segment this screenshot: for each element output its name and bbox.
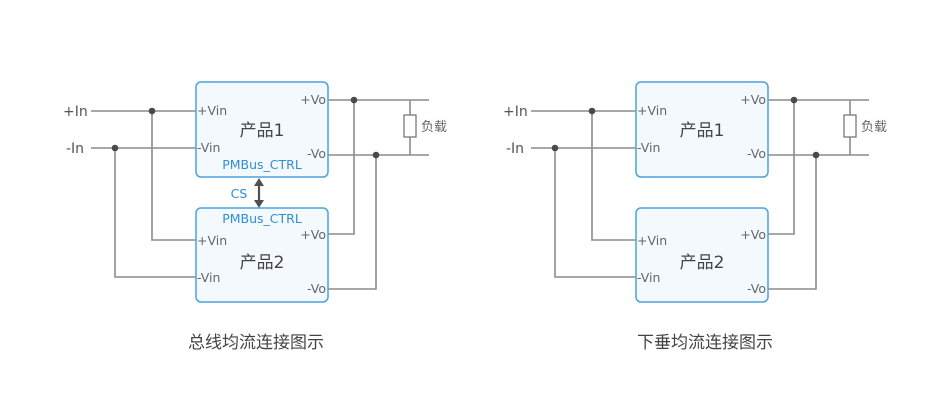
load-resistor-icon <box>403 114 417 138</box>
wire-neg-out-module2 <box>328 155 377 290</box>
junction-dot <box>551 144 559 152</box>
module-title: 产品2 <box>680 253 725 273</box>
pin-vin-pos: +Vin <box>197 233 227 248</box>
caption-droop-sharing: 下垂均流连接图示 <box>637 333 773 353</box>
input-neg-label: -In <box>506 141 524 157</box>
module-1: +Vin -Vin +Vo -Vo 产品1 PMBus_CTRL <box>195 81 329 178</box>
cs-link: CS <box>231 178 264 208</box>
diagram-bus-sharing: 负载 +In -In +Vin -Vin +Vo -Vo 产品1 PMBus_C… <box>63 81 447 303</box>
module-title: 产品2 <box>240 253 285 273</box>
load-label: 负载 <box>861 120 887 135</box>
pin-vo-neg: -Vo <box>307 146 326 161</box>
pin-vin-pos: +Vin <box>637 233 667 248</box>
wire-pos-out-module2 <box>768 100 795 235</box>
wire-neg-in-to-module2 <box>114 148 196 278</box>
wire-neg-out-module2 <box>768 155 817 290</box>
input-neg-label: -In <box>66 141 84 157</box>
junction-dot <box>148 107 156 115</box>
pin-vo-neg: -Vo <box>747 146 766 161</box>
arrowhead-down-icon <box>254 200 264 208</box>
caption-bus-sharing: 总线均流连接图示 <box>188 333 324 353</box>
pin-vo-neg: -Vo <box>747 281 766 296</box>
junction-dot <box>111 144 119 152</box>
wire-pos-in-to-module2 <box>591 111 636 241</box>
pin-vin-neg: -Vin <box>197 140 220 155</box>
input-pos-label: +In <box>503 104 528 120</box>
module-box <box>635 207 769 303</box>
junction-dot <box>812 151 820 159</box>
module-box <box>195 207 329 303</box>
module-1: +Vin -Vin +Vo -Vo 产品1 <box>635 81 769 178</box>
module-box <box>635 81 769 178</box>
pin-vo-neg: -Vo <box>307 281 326 296</box>
module-box <box>195 81 329 178</box>
junction-dot <box>790 96 798 104</box>
pin-vin-neg: -Vin <box>637 140 660 155</box>
load-resistor-icon <box>843 114 857 138</box>
cs-label: CS <box>231 186 248 201</box>
junction-dot <box>350 96 358 104</box>
load-label: 负载 <box>421 120 447 135</box>
pin-vin-pos: +Vin <box>637 103 667 118</box>
arrowhead-up-icon <box>254 178 264 186</box>
bus-label: PMBus_CTRL <box>222 211 302 226</box>
bus-label: PMBus_CTRL <box>222 157 302 172</box>
pin-vo-pos: +Vo <box>300 92 326 107</box>
junction-dot <box>372 151 380 159</box>
module-title: 产品1 <box>680 121 725 141</box>
junction-dot <box>588 107 596 115</box>
pin-vin-pos: +Vin <box>197 103 227 118</box>
wire-neg-in-to-module2 <box>554 148 636 278</box>
module-2: +Vin -Vin +Vo -Vo 产品2 <box>635 207 769 303</box>
pin-vo-pos: +Vo <box>740 92 766 107</box>
pin-vo-pos: +Vo <box>740 227 766 242</box>
wire-pos-in-to-module2 <box>151 111 196 241</box>
module-2: PMBus_CTRL +Vin -Vin +Vo -Vo 产品2 <box>195 207 329 303</box>
pin-vo-pos: +Vo <box>300 227 326 242</box>
module-title: 产品1 <box>240 121 285 141</box>
pin-vin-neg: -Vin <box>197 270 220 285</box>
diagram-droop-sharing: 负载 +In -In +Vin -Vin +Vo -Vo 产品1 +Vin -V… <box>503 81 887 303</box>
input-pos-label: +In <box>63 104 88 120</box>
pin-vin-neg: -Vin <box>637 270 660 285</box>
wire-pos-out-module2 <box>328 100 355 235</box>
